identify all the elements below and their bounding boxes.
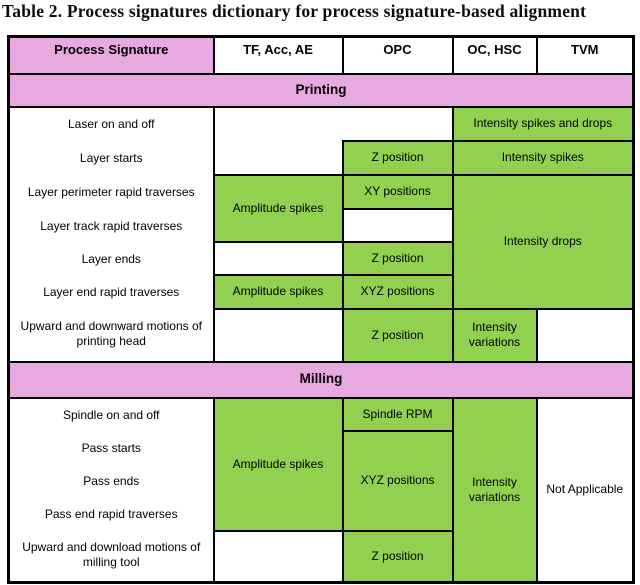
cell-intensity-variations: Intensity variations [451,307,538,363]
header-tvm: TVM [535,35,635,75]
table-row: Spindle on and off Pass starts Pass ends… [7,396,635,584]
header-process-signature: Process Signature [7,35,215,75]
empty-cell [212,140,344,176]
cell-intensity-variations: Intensity variations [451,396,538,584]
cell-amplitude-spikes: Amplitude spikes [212,396,344,532]
table-row: XYZ positions [9,429,634,532]
cell-z-position: Z position [341,307,454,363]
cell-not-applicable: Not Applicable [535,396,635,584]
empty-cell [341,207,454,243]
printing-banner-row: Printing [7,72,635,108]
table-row: Amplitude spikes XY positions Intensity … [9,173,635,310]
row-label-laser-on-off: Laser on and off [67,117,155,131]
cell-z-position: Z position [341,529,454,584]
row-label-milling-tool-motions: Upward and download motions of milling t… [22,540,201,569]
milling-row-labels: Spindle on and off Pass starts Pass ends… [7,396,215,584]
table-row: Laser on and off Layer starts Layer peri… [7,105,635,363]
table-row: Z position Intensity spikes [9,139,635,176]
cell-xyz-positions: XYZ positions [341,429,454,532]
section-banner-milling: Milling [7,360,635,399]
row-label-spindle-on-off: Spindle on and off [62,407,160,422]
milling-banner-row: Milling [7,360,635,399]
printing-row-labels: Laser on and off Layer starts Layer peri… [7,105,215,363]
cell-amplitude-spikes: Amplitude spikes [212,273,344,310]
section-banner-printing: Printing [7,72,635,108]
table-row [9,207,634,243]
header-opc: OPC [341,35,454,75]
row-label-pass-ends: Pass ends [83,473,140,488]
empty-cell [212,307,344,363]
row-label-layer-end-rapid-traverses: Layer end rapid traverses [43,285,180,299]
cell-intensity-drops: Intensity drops [451,173,635,310]
process-signatures-table: Process Signature TF, Acc, AE OPC OC, HS… [7,35,635,584]
table-caption: Table 2. Process signatures dictionary f… [2,1,587,21]
empty-cell [212,529,344,584]
table-row: Amplitude spikes XYZ positions [9,273,634,310]
empty-cell [212,240,344,276]
row-label-printing-head-motions: Upward and downward motions of printing … [20,318,202,348]
header-tf-acc-ae: TF, Acc, AE [212,35,344,75]
row-label-layer-ends: Layer ends [81,251,141,266]
cell-z-position: Z position [341,240,454,276]
empty-cell [212,105,343,141]
empty-cell [342,105,454,142]
row-label-layer-track-rapid-traverses: Layer track rapid traverses [40,218,183,233]
table-row: Z position Intensity variations [9,307,635,363]
cell-xy-positions: XY positions [341,173,454,210]
row-label-layer-starts: Layer starts [79,151,143,165]
cell-z-position: Z position [341,139,454,176]
cell-xyz-positions: XYZ positions [341,273,454,310]
header-row: Process Signature TF, Acc, AE OPC OC, HS… [7,35,635,75]
table-row: Z position [9,240,634,276]
table-row: Z position [9,529,634,584]
cell-spindle-rpm: Spindle RPM [341,396,454,432]
row-label-pass-starts: Pass starts [81,440,141,455]
cell-intensity-spikes: Intensity spikes [451,139,635,176]
header-oc-hsc: OC, HSC [451,35,538,75]
cell-amplitude-spikes: Amplitude spikes [212,173,344,243]
empty-cell [535,307,635,363]
row-label-layer-perimeter-rapid-traverses: Layer perimeter rapid traverses [27,185,195,199]
cell-intensity-spikes-and-drops: Intensity spikes and drops [451,105,635,142]
row-label-pass-end-rapid-traverses: Pass end rapid traverses [44,507,178,521]
